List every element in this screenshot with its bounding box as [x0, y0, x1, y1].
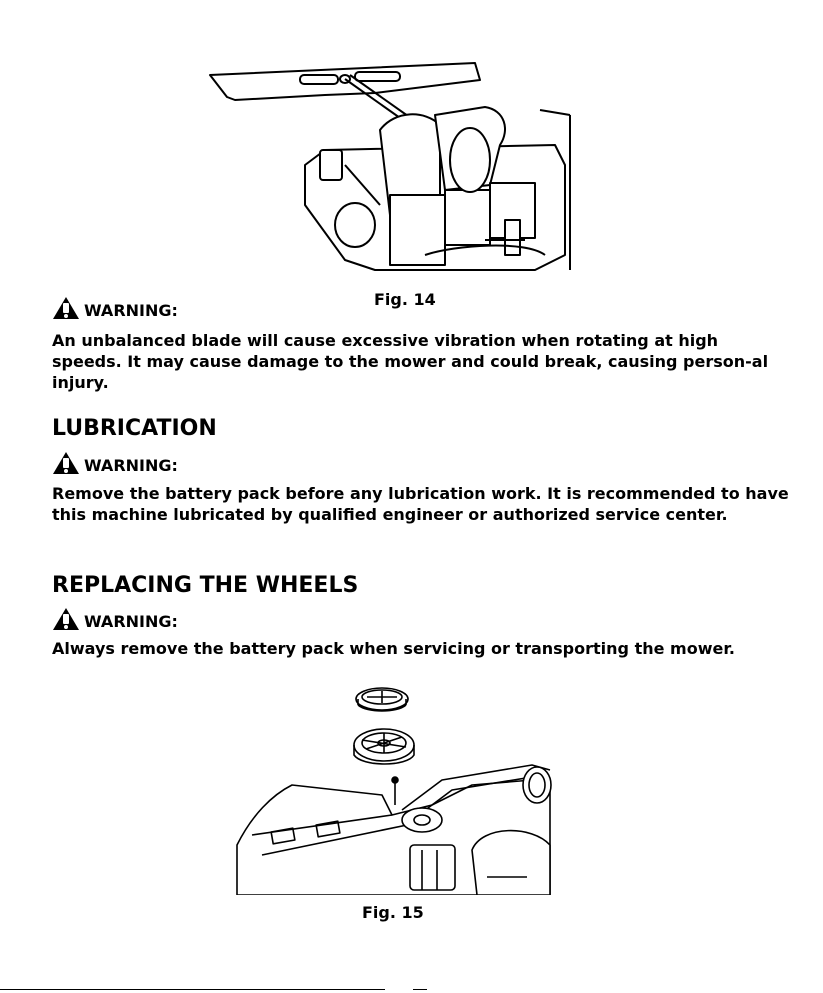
lubrication-warning-text: Remove the battery pack before any lubri…	[52, 484, 789, 524]
lubrication-heading: LUBRICATION	[52, 416, 217, 441]
fig-14-caption: Fig. 14	[374, 290, 436, 309]
fig-15-caption: Fig. 15	[362, 903, 424, 922]
warning-triangle-icon	[53, 297, 79, 319]
warning-label: WARNING:	[84, 301, 178, 320]
blade-warning-label: WARNING:	[52, 296, 178, 320]
footer-rule	[0, 989, 385, 990]
fig-15-illustration	[232, 685, 552, 895]
wheels-warning-label: WARNING:	[52, 607, 178, 631]
warning-triangle-icon	[53, 608, 79, 630]
wheels-warning-text: Always remove the battery pack when serv…	[52, 639, 736, 658]
blade-warning-text: An unbalanced blade will cause excessive…	[52, 331, 769, 392]
warning-label: WARNING:	[84, 612, 178, 631]
lubrication-warning-label: WARNING:	[52, 451, 178, 475]
fig-14-illustration	[205, 55, 580, 275]
wheels-heading: REPLACING THE WHEELS	[52, 573, 359, 598]
warning-label: WARNING:	[84, 456, 178, 475]
page-number-dash	[413, 989, 427, 990]
warning-triangle-icon	[53, 452, 79, 474]
